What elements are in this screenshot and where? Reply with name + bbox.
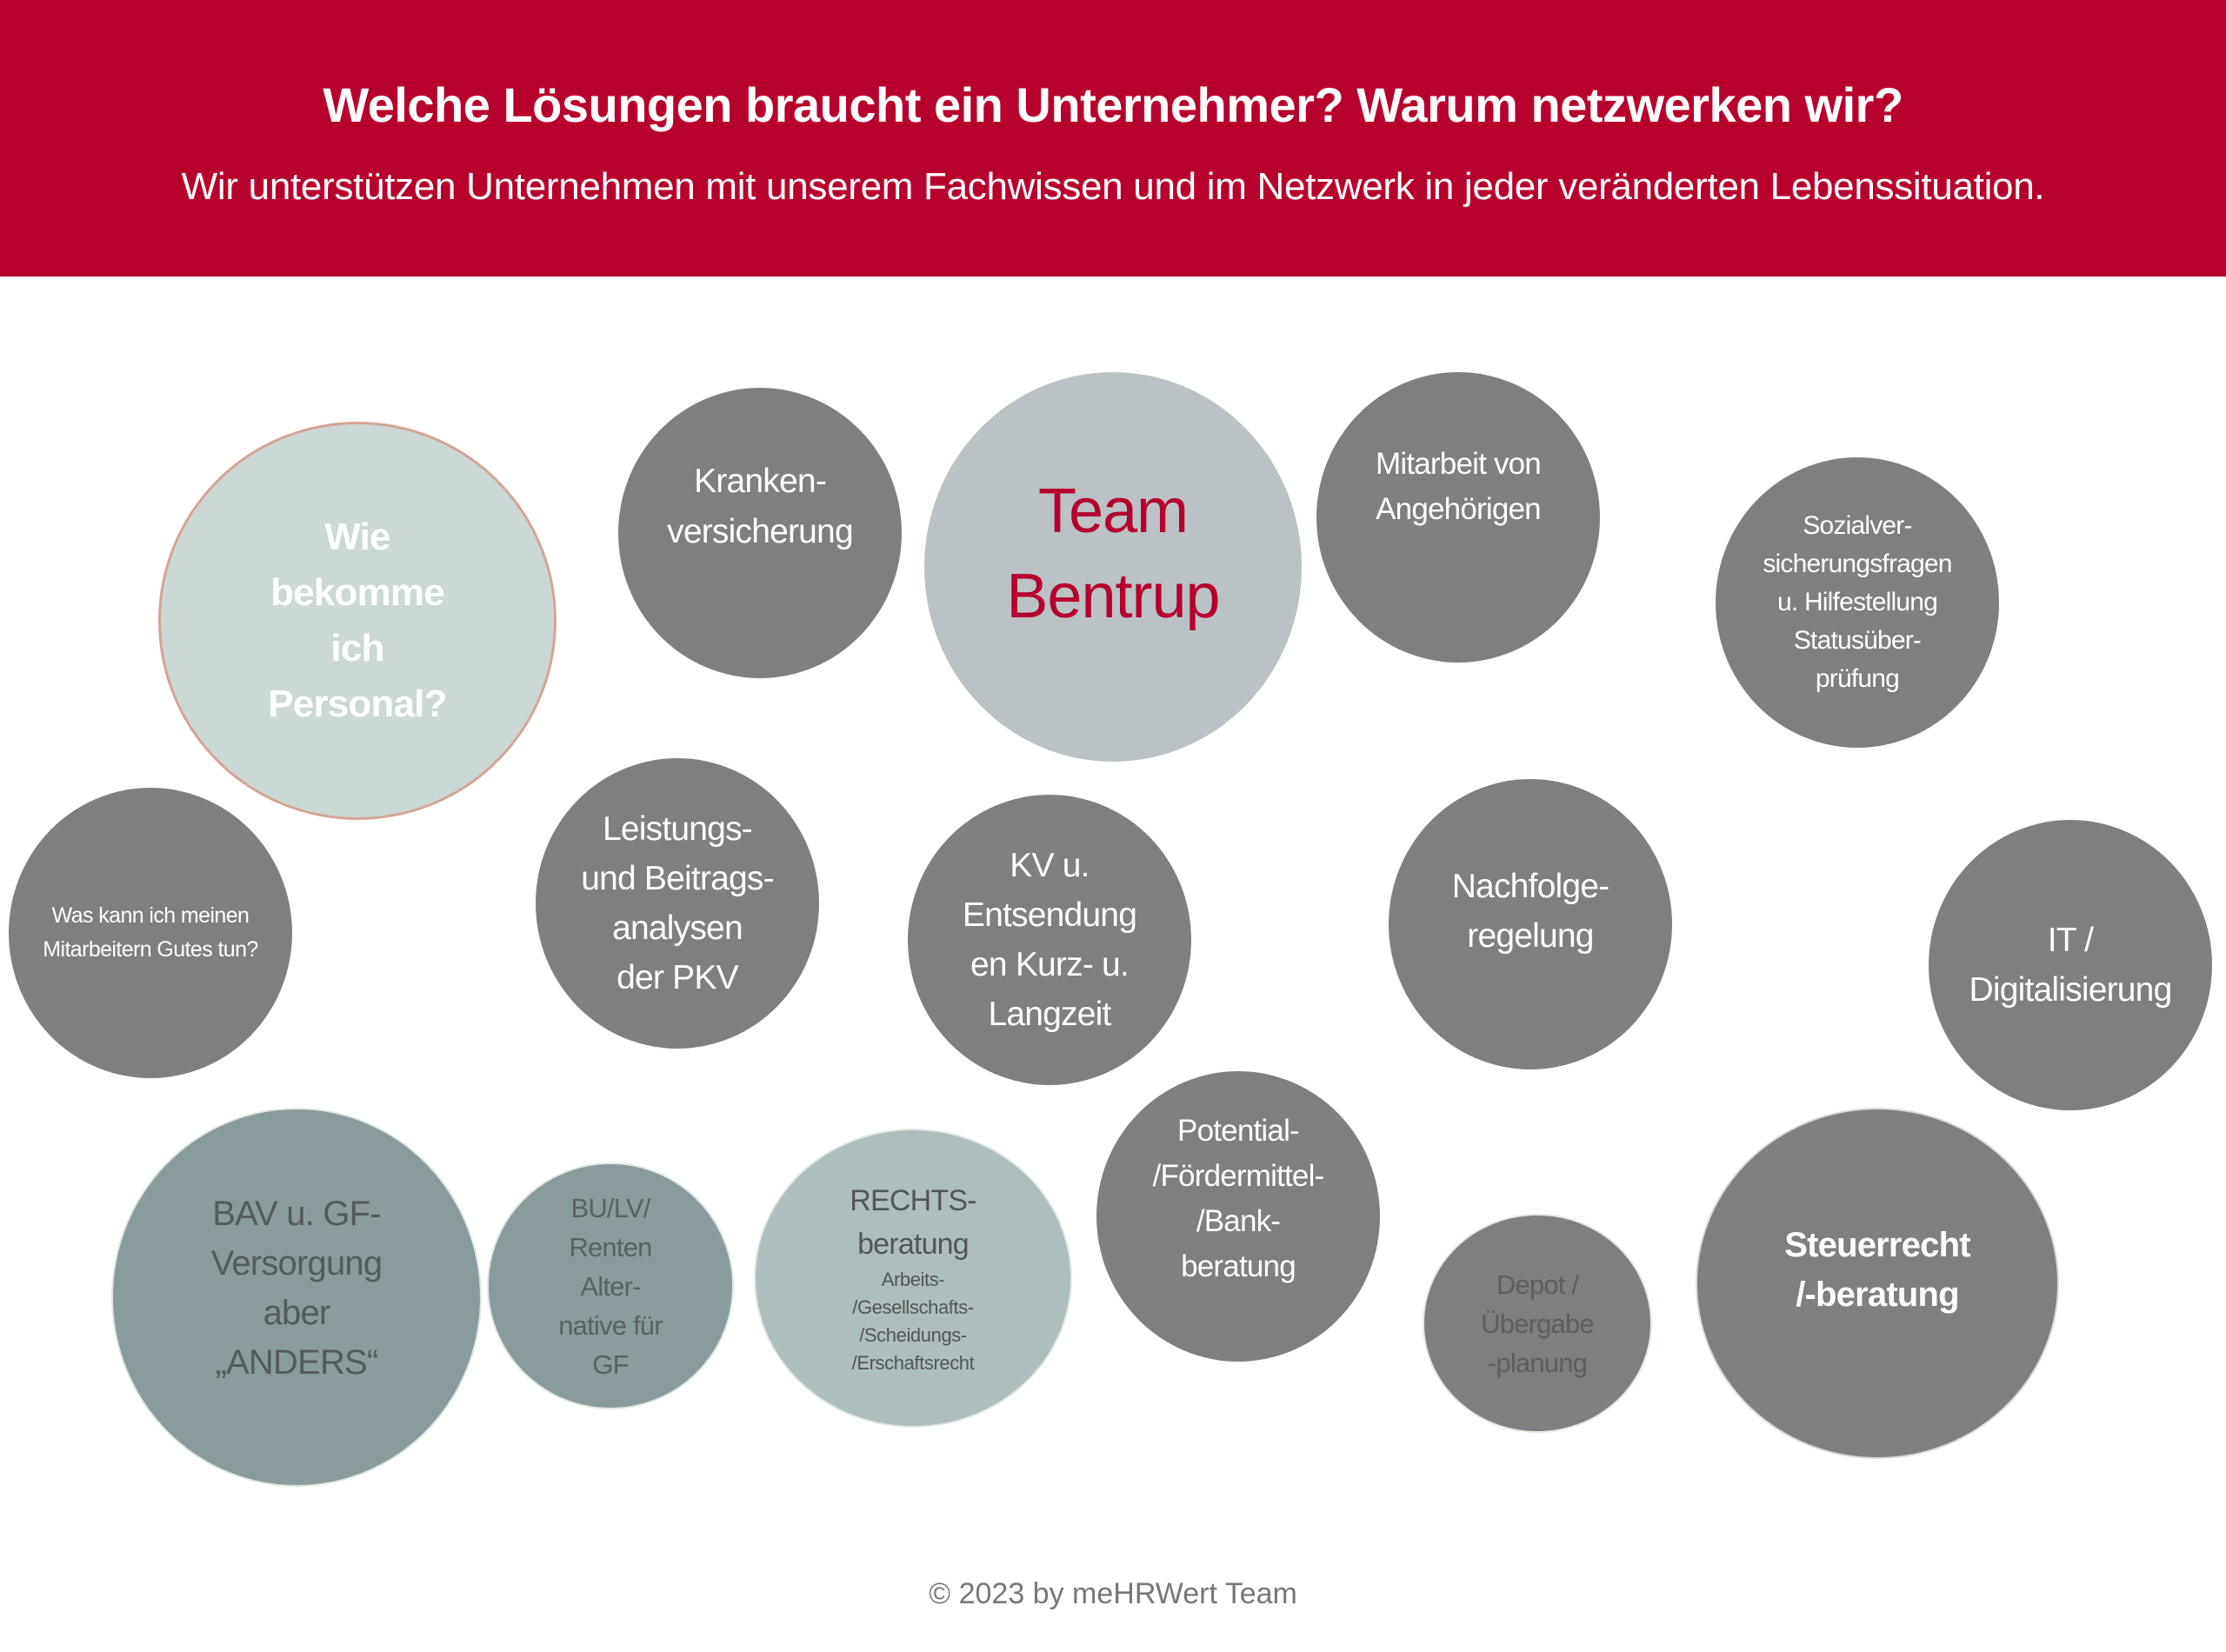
bubble-label: RECHTS- beratung (850, 1184, 976, 1261)
bubble-label: IT / Digitalisierung (1969, 922, 2173, 1009)
bubble-label: Steuerrecht /-beratung (1784, 1226, 1970, 1314)
bubble-mitarbeiter-gutes: Was kann ich meinen Mitarbeitern Gutes t… (9, 788, 292, 1078)
bubble-label: Team Bentrup (1006, 476, 1220, 631)
bubble-krankenversicherung: Kranken- versicherung (618, 388, 902, 678)
bubble-bu-lv-renten: BU/LV/ Renten Alter- native für GF (487, 1162, 734, 1409)
bubble-it-digitalisierung: IT / Digitalisierung (1929, 820, 2212, 1110)
bubble-label: Wie bekomme ich Personal? (268, 516, 447, 725)
bubble-label: BAV u. GF- Versorgung aber „ANDERS“ (210, 1195, 383, 1382)
bubble-label: Kranken- versicherung (667, 463, 853, 550)
bubble-depot: Depot / Übergabe -planung (1423, 1214, 1652, 1433)
bubble-label: Was kann ich meinen Mitarbeitern Gutes t… (43, 903, 258, 962)
bubble-team-bentrup: Team Bentrup (924, 372, 1302, 762)
bubble-steuerrecht: Steuerrecht /-beratung (1696, 1108, 2059, 1459)
bubble-label: BU/LV/ Renten Alter- native für GF (558, 1192, 663, 1380)
bubble-mitarbeit-angehoerige: Mitarbeit von Angehörigen (1316, 372, 1600, 663)
bubble-label: Depot / Übergabe -planung (1481, 1269, 1595, 1378)
bubble-personal: Wie bekomme ich Personal? (158, 422, 556, 820)
bubble-label: Potential- /Fördermittel- /Bank- beratun… (1152, 1114, 1325, 1283)
bubble-sozialversicherung: Sozialver- sicherungsfragen u. Hilfestel… (1716, 457, 1999, 748)
bubble-label: Nachfolge- regelung (1451, 868, 1610, 955)
bubble-nachfolgeregelung: Nachfolge- regelung (1389, 779, 1672, 1069)
header-banner: Welche Lösungen braucht ein Unternehmer?… (0, 0, 2226, 276)
bubble-label: KV u. Entsendung en Kurz- u. Langzeit (962, 847, 1137, 1033)
bubble-bav: BAV u. GF- Versorgung aber „ANDERS“ (111, 1108, 482, 1487)
bubble-pkv-analysen: Leistungs- und Beitrags- analysen der PK… (536, 758, 819, 1049)
bubble-sublabel: Arbeits- /Gesellschafts- /Scheidungs- /E… (851, 1269, 975, 1374)
page-title: Welche Lösungen braucht ein Unternehmer?… (323, 77, 1903, 132)
bubble-label: Sozialver- sicherungsfragen u. Hilfestel… (1763, 511, 1952, 693)
bubble-foerdermittel: Potential- /Fördermittel- /Bank- beratun… (1096, 1071, 1380, 1362)
bubble-kv-entsendung: KV u. Entsendung en Kurz- u. Langzeit (908, 795, 1191, 1085)
bubble-label: Mitarbeit von Angehörigen (1376, 447, 1542, 526)
bubble-label: Leistungs- und Beitrags- analysen der PK… (581, 810, 774, 996)
copyright-footer: © 2023 by meHRWert Team (929, 1577, 1297, 1610)
page-subtitle: Wir unterstützen Unternehmen mit unserem… (181, 165, 2045, 208)
